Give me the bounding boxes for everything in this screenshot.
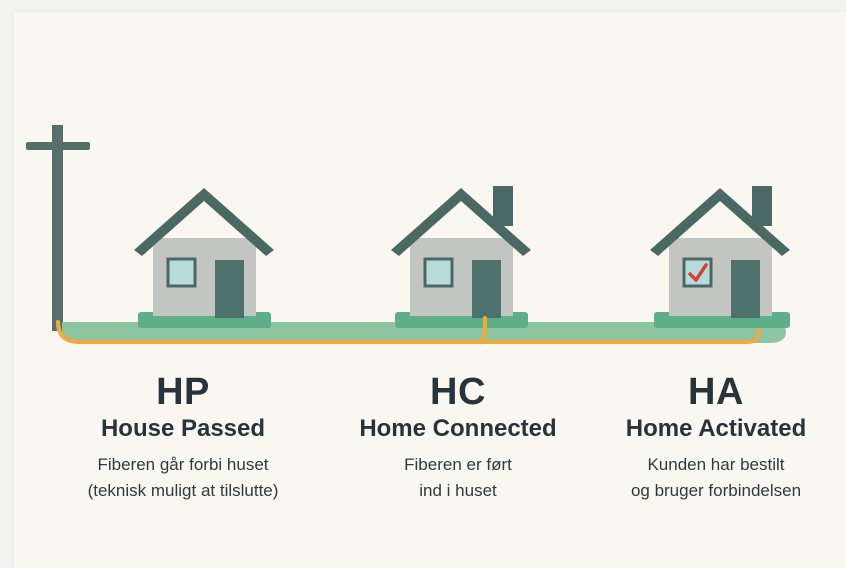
house-activated [650, 186, 790, 328]
chimney [493, 186, 513, 226]
desc-line: og bruger forbindelsen [630, 481, 802, 500]
stage-name: House Passed [100, 415, 266, 442]
stage-abbr: HC [430, 371, 486, 413]
fiber-line [56, 318, 761, 344]
stage-description: Kunden har bestilt og bruger forbindelse… [586, 452, 846, 504]
stage-name: Home Activated [625, 415, 807, 442]
stage-description: Fiberen går forbi huset (teknisk muligt … [53, 452, 313, 504]
desc-line: Fiberen er ført [404, 455, 512, 474]
diagram-card [14, 12, 846, 568]
desc-line: (teknisk muligt at tilslutte) [87, 481, 279, 500]
chimney [752, 186, 772, 226]
desc-line: Fiberen går forbi huset [97, 455, 269, 474]
stage-name: Home Connected [359, 415, 557, 442]
house-connected [391, 186, 531, 344]
stage-abbr: HA [688, 371, 744, 413]
roof [134, 188, 274, 256]
roof [391, 188, 531, 256]
stage-hp: HP House Passed Fiberen går forbi huset … [53, 372, 313, 504]
window [166, 257, 197, 288]
door [731, 260, 760, 318]
desc-line: ind i huset [419, 481, 497, 500]
door [215, 260, 244, 318]
desc-line: Kunden har bestilt [647, 455, 785, 474]
stage-abbr: HP [156, 371, 210, 413]
window [423, 257, 454, 288]
stage-ha: HA Home Activated Kunden har bestilt og … [586, 372, 846, 504]
fiber-stages-illustration [26, 125, 790, 344]
stage-description: Fiberen er ført ind i huset [328, 452, 588, 504]
window [682, 257, 713, 288]
house-passed [134, 188, 274, 328]
fiber-drop [475, 316, 487, 344]
check-icon [688, 263, 708, 282]
stage-hc: HC Home Connected Fiberen er ført ind i … [328, 372, 588, 504]
roof [650, 188, 790, 256]
utility-pole [26, 125, 90, 331]
door [472, 260, 501, 318]
